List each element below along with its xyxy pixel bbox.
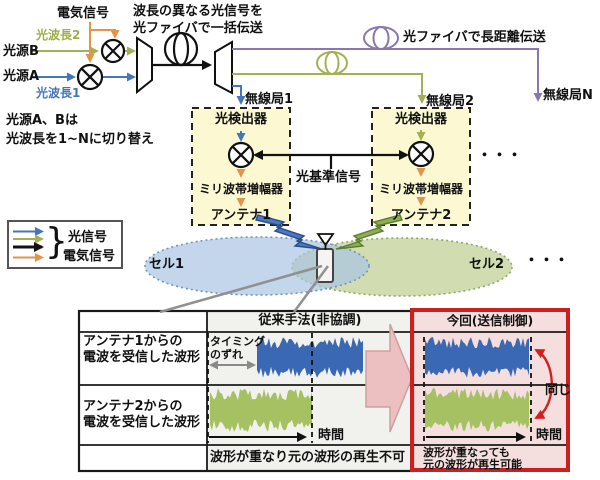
legend-brace: }: [45, 221, 68, 262]
row2-label: アンテナ2からの 電波を受信した波形: [83, 399, 201, 430]
fiber-coil-green-icon: [316, 51, 348, 75]
cell2-label: セル2: [469, 257, 505, 272]
row1-label: アンテナ1からの 電波を受信した波形: [83, 334, 201, 365]
fiber-line-to-station-n: [232, 48, 543, 102]
same-waveform-arc-arrow: [534, 348, 553, 420]
station-n-title: 無線局N: [543, 88, 593, 103]
legend-optical-label: 光信号: [68, 230, 108, 245]
legend-electrical-label: 電気信号: [63, 249, 116, 264]
wavelength2-label: 光波長2: [36, 28, 81, 42]
zoom-line-left: [159, 264, 323, 314]
stations-ellipsis: ・・・: [477, 146, 523, 164]
electrical-line-to-mixer-b: [90, 29, 120, 39]
station2-amplifier-label: ミリ波帯増幅器: [378, 182, 463, 196]
station2-title: 無線局2: [426, 94, 475, 109]
wavelength1-label: 光波長1: [36, 86, 81, 100]
proposed-highlight-box: [410, 308, 570, 472]
source-b-label: 光源B: [3, 44, 39, 59]
station2-detector-label: 光検出器: [394, 112, 447, 127]
conventional-time-label: 時間: [318, 428, 345, 443]
cells-ellipsis: ・・・: [524, 251, 570, 269]
fiber-line-to-station2: [232, 73, 427, 104]
timing-offset-label: タイミング のずれ: [210, 335, 265, 361]
transition-arrow-icon: [365, 323, 413, 433]
switch-note: 光源A、Bは 光波長を1~Nに切り替え: [6, 113, 154, 147]
demultiplexer-icon: [214, 40, 233, 95]
legend-box: [7, 220, 123, 269]
terminal-antenna-icon: [316, 233, 335, 250]
source-a-label: 光源A: [3, 69, 40, 84]
cell1-ellipse: [144, 236, 370, 296]
radio-wave-bolt-green-icon: [335, 214, 403, 250]
station2-mixer-icon: [407, 140, 435, 168]
reference-signal-label: 光基準信号: [296, 170, 362, 185]
long-distance-note: 光ファイバで長距離伝送: [403, 30, 546, 45]
station1-detector-label: 光検出器: [214, 112, 267, 127]
cell1-label: セル1: [149, 257, 185, 272]
station1-mixer-icon: [227, 141, 255, 169]
waveform-conventional-antenna1: [257, 337, 363, 378]
same-label: 同じ: [545, 383, 572, 398]
bundle-note: 波長の異なる光信号を 光ファイバで一括伝送: [133, 4, 264, 36]
waveform-conventional-antenna2: [210, 388, 312, 432]
waveform-proposed-antenna1: [425, 337, 529, 378]
multiplexer-icon: [136, 36, 153, 95]
station1-amplifier-label: ミリ波帯増幅器: [198, 182, 283, 196]
fiber-line-to-station1: [232, 85, 246, 105]
radio-wave-bolt-blue-icon: [255, 214, 323, 250]
waveform-proposed-antenna2: [425, 388, 529, 432]
proposed-note: 波形が重なっても 元の波形が再生可能: [423, 446, 522, 471]
mixer-a-icon: [76, 63, 104, 91]
electrical-signal-label: 電気信号: [57, 6, 110, 21]
conventional-note: 波形が重なり元の波形の再生不可: [210, 450, 406, 465]
station2-antenna-label: アンテナ2: [390, 208, 452, 223]
fiber-coil-icon: [163, 31, 199, 67]
fiber-coil-purple-icon: [363, 26, 399, 50]
mixer-b-icon: [100, 38, 126, 64]
conventional-header: 従来手法(非協調): [258, 313, 362, 328]
station1-antenna-label: アンテナ1: [210, 208, 272, 223]
station1-title: 無線局1: [245, 92, 294, 107]
proposed-time-label: 時間: [536, 428, 563, 443]
proposed-header: 今回(送信制御): [446, 313, 534, 328]
zoom-line-right: [292, 265, 330, 313]
